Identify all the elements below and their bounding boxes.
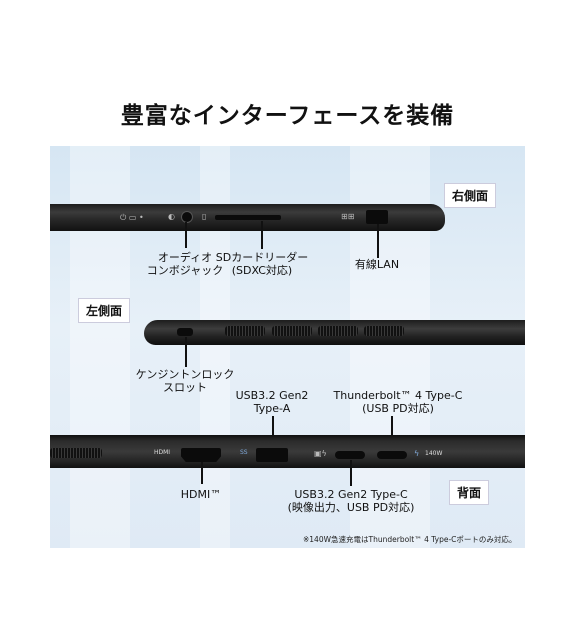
thunderbolt-icon: ϟ [414, 449, 420, 458]
usb-c-port [335, 451, 365, 459]
power-delivery-marking: 140W [425, 450, 443, 457]
sd-card-icon: ▯ [202, 212, 207, 221]
thunderbolt-port [377, 451, 407, 459]
vent-4 [364, 326, 404, 336]
thunderbolt-label: Thunderbolt™ 4 Type-C(USB PD対応) [333, 389, 463, 415]
back-vent [50, 448, 102, 458]
lan-port [366, 210, 388, 224]
power-indicator-icon: ⏻ ▭ • [120, 213, 144, 222]
audio-jack-label: オーディオコンボジャック [146, 251, 224, 277]
left-side-label: 左側面 [78, 298, 131, 323]
hdmi-marking: HDMI [154, 449, 171, 456]
lan-icon: ⊞⊞ [341, 212, 355, 221]
hdmi-label: HDMI™ [180, 488, 222, 501]
headphone-icon: ◐ [168, 212, 175, 221]
vent-3 [318, 326, 358, 336]
back-side-label: 背面 [449, 480, 490, 505]
usb-a-port [256, 448, 288, 462]
display-pd-icon: ▣ϟ [314, 449, 327, 458]
audio-jack-port [181, 211, 193, 223]
lan-label: 有線LAN [354, 258, 400, 271]
vent-2 [272, 326, 312, 336]
right-side-label: 右側面 [444, 183, 497, 208]
footnote: ※140W急速充電はThunderbolt™ 4 Type-Cポートのみ対応。 [303, 535, 517, 544]
hdmi-port [181, 448, 221, 462]
page-title: 豊富なインターフェースを装備 [120, 103, 455, 129]
usb-c-label: USB3.2 Gen2 Type-C(映像出力、USB PD対応) [287, 488, 415, 514]
sd-card-slot [215, 215, 281, 220]
kensington-lock-slot [177, 328, 193, 336]
vent-1 [225, 326, 265, 336]
kensington-lock-label: ケンジントンロックスロット [135, 368, 235, 394]
sd-card-label: SDカードリーダー(SDXC対応) [215, 251, 309, 277]
superspeed-marking: SS [240, 449, 248, 456]
